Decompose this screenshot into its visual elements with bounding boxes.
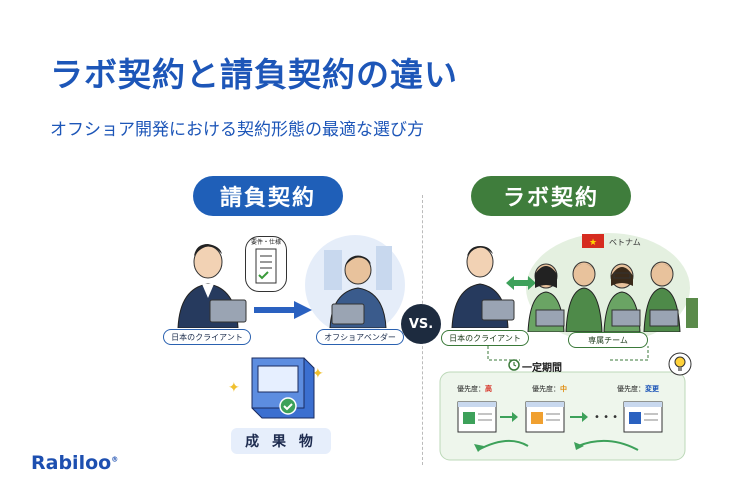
dedicated-team-illustration	[527, 261, 698, 332]
lab-client-person-illustration	[451, 246, 515, 328]
vendor-person-illustration	[324, 246, 392, 328]
requirements-label: 要件・仕様	[250, 239, 281, 246]
logo-text: Rabiloo	[31, 452, 112, 474]
connector-lines	[487, 346, 649, 361]
priority-change: 優先度：変更	[617, 385, 659, 393]
vietnam-flag-icon: ★	[582, 234, 604, 248]
svg-text:• • •: • • •	[594, 412, 618, 423]
clock-icon	[508, 359, 520, 371]
ukeoi-heading: 請負契約	[193, 176, 343, 216]
left-client-label: 日本のクライアント	[163, 329, 251, 345]
page-subtitle: オフショア開発における契約形態の最適な選び方	[50, 120, 424, 140]
svg-text:✦: ✦	[228, 380, 240, 396]
logo-registered: ®	[111, 455, 119, 464]
right-client-label: 日本のクライアント	[441, 330, 529, 346]
lab-heading: ラボ契約	[471, 176, 631, 216]
svg-text:★: ★	[589, 238, 597, 248]
vendor-label: オフショアベンダー	[316, 329, 404, 345]
two-way-arrow-icon	[506, 276, 536, 290]
priority-high: 優先度：高	[457, 385, 492, 393]
deliverable-label: 成 果 物	[231, 428, 331, 454]
handoff-arrow-icon	[254, 301, 312, 319]
document-icon	[255, 248, 277, 284]
iteration-flow-illustration: • • •	[457, 401, 663, 452]
svg-text:✦: ✦	[312, 366, 324, 382]
rabiloo-logo: Rabiloo®	[31, 452, 118, 474]
lightbulb-icon	[668, 352, 692, 376]
country-label: ベトナム	[609, 238, 641, 247]
priority-mid: 優先度：中	[532, 385, 567, 393]
vs-badge: VS.	[401, 304, 441, 344]
team-label: 専属チーム	[568, 332, 648, 348]
deliverable-box-icon: ✦ ✦	[228, 357, 324, 419]
client-person-illustration	[177, 244, 247, 328]
page-title: ラボ契約と請負契約の違い	[50, 55, 458, 94]
period-label: 一定期間	[522, 363, 562, 374]
